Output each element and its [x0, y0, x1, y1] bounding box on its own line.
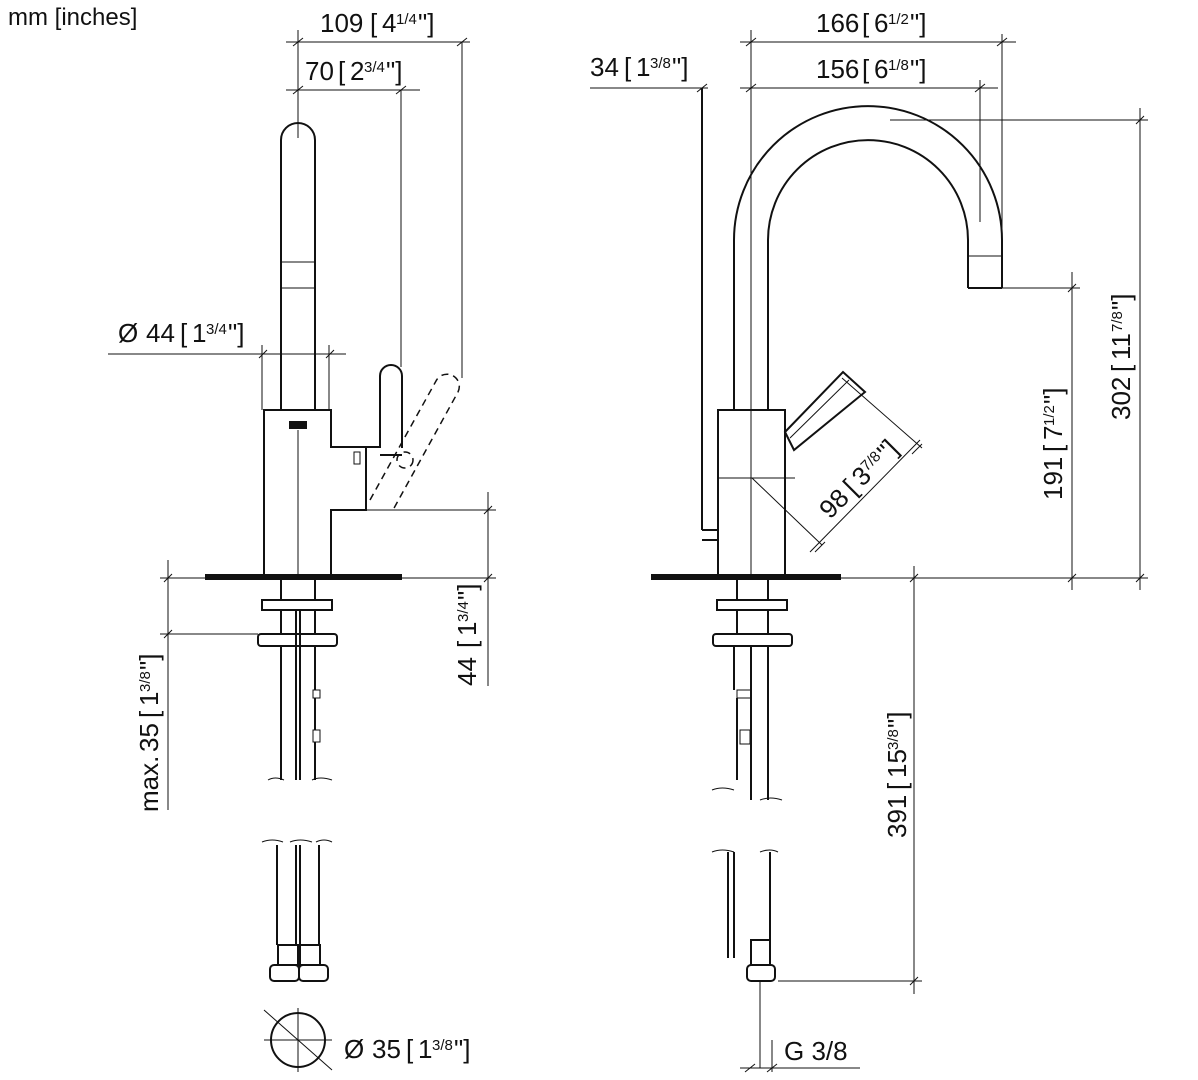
- dim-spout-reach: 156 [ 6 1/8 "]: [816, 54, 926, 84]
- svg-text:"]: "]: [452, 584, 482, 600]
- dim-hose-length: 391 [ 15 3/8 "]: [882, 712, 912, 838]
- svg-text:44: 44: [452, 657, 482, 686]
- svg-text:11: 11: [1106, 333, 1136, 360]
- gooseneck-spout: [733, 105, 1003, 410]
- dim-body-diameter: Ø 44 [ 1 3/4 "]: [118, 318, 244, 348]
- svg-text:1: 1: [418, 1034, 432, 1064]
- svg-text:44: 44: [146, 318, 175, 348]
- svg-text:[: [: [452, 640, 482, 648]
- svg-text:"]: "]: [1038, 388, 1068, 404]
- front-view: [651, 88, 1003, 1068]
- lever-front: [783, 370, 867, 452]
- side-view-dimension-lines: [108, 30, 496, 810]
- svg-text:1: 1: [134, 692, 164, 706]
- svg-text:"]: "]: [386, 56, 402, 86]
- svg-text:[: [: [406, 1034, 414, 1064]
- svg-text:156: 156: [816, 54, 859, 84]
- svg-text:302: 302: [1106, 377, 1136, 420]
- svg-text:35: 35: [134, 723, 164, 752]
- spout-tube: [280, 122, 316, 410]
- dim-max-deck-thickness: max. 35 [ 1 3/8 "]: [134, 654, 164, 812]
- svg-text:3/8: 3/8: [885, 729, 902, 750]
- faucet-body: [263, 409, 367, 578]
- svg-text:191: 191: [1038, 457, 1068, 500]
- svg-text:166: 166: [816, 8, 859, 38]
- svg-text:"]: "]: [418, 8, 434, 38]
- svg-text:"]: "]: [1106, 294, 1136, 310]
- dim-lever-length: 98 [ 3 7/8 "]: [813, 433, 904, 524]
- svg-text:391: 391: [882, 795, 912, 838]
- svg-text:[: [: [1106, 364, 1136, 372]
- lever-handle: [379, 364, 403, 448]
- svg-text:[: [: [180, 318, 188, 348]
- svg-text:2: 2: [350, 56, 364, 86]
- svg-text:1/2: 1/2: [888, 11, 909, 28]
- svg-text:"]: "]: [910, 8, 926, 38]
- dim-overall-depth: 109 [ 4 1/4 "]: [320, 8, 434, 38]
- dim-spout-height: 191 [ 7 1/2 "]: [1038, 388, 1068, 500]
- dim-spout-reach-total: 166 [ 6 1/2 "]: [816, 8, 926, 38]
- svg-text:4: 4: [382, 8, 396, 38]
- svg-text:[: [: [882, 782, 912, 790]
- svg-text:[: [: [862, 54, 870, 84]
- svg-text:7/8: 7/8: [1109, 311, 1126, 332]
- dim-rod-offset: 34 [ 1 3/8 "]: [590, 52, 688, 82]
- svg-text:"]: "]: [454, 1034, 470, 1064]
- svg-text:6: 6: [874, 8, 888, 38]
- svg-text:1/4: 1/4: [396, 11, 417, 28]
- svg-text:3/4: 3/4: [206, 321, 227, 338]
- lever-open-position: [369, 373, 461, 511]
- svg-text:3/8: 3/8: [432, 1037, 453, 1054]
- svg-text:"]: "]: [228, 318, 244, 348]
- svg-text:35: 35: [372, 1034, 401, 1064]
- side-view: [205, 122, 461, 1072]
- svg-text:6: 6: [874, 54, 888, 84]
- svg-text:"]: "]: [134, 654, 164, 670]
- dim-deck-to-body: 44 [ 1 3/4 "]: [452, 584, 482, 686]
- dim-hole-diameter: Ø 35 [ 1 3/8 "]: [344, 1034, 470, 1064]
- svg-text:"]: "]: [882, 712, 912, 728]
- svg-text:"]: "]: [910, 54, 926, 84]
- svg-text:109: 109: [320, 8, 363, 38]
- svg-text:15: 15: [882, 749, 912, 778]
- connection-thread-label: G 3/8: [784, 1036, 848, 1066]
- svg-text:1: 1: [452, 622, 482, 636]
- dim-spout-offset: 70 [ 2 3/4 "]: [305, 56, 402, 86]
- front-view-dimension-lines: [590, 30, 1148, 1073]
- deck-plate-front: [651, 574, 841, 580]
- svg-text:[: [: [862, 8, 870, 38]
- units-label: mm [inches]: [8, 4, 138, 31]
- logo-mark: [289, 421, 307, 429]
- svg-text:Ø: Ø: [118, 318, 138, 348]
- svg-text:1: 1: [636, 52, 650, 82]
- svg-text:[: [: [1038, 444, 1068, 452]
- svg-text:[: [: [338, 56, 346, 86]
- svg-text:3/4: 3/4: [364, 59, 385, 76]
- svg-text:3/8: 3/8: [137, 671, 154, 692]
- svg-text:Ø: Ø: [344, 1034, 364, 1064]
- svg-text:[: [: [134, 710, 164, 718]
- svg-text:1/2: 1/2: [1041, 405, 1058, 426]
- svg-text:1: 1: [192, 318, 206, 348]
- svg-text:7: 7: [1038, 426, 1068, 440]
- svg-text:max.: max.: [134, 756, 164, 812]
- svg-text:70: 70: [305, 56, 334, 86]
- svg-text:1/8: 1/8: [888, 57, 909, 74]
- svg-text:3/4: 3/4: [455, 601, 472, 622]
- svg-text:[: [: [370, 8, 378, 38]
- deck-plate: [205, 574, 402, 580]
- svg-text:34: 34: [590, 52, 619, 82]
- dim-overall-height: 302 [ 11 7/8 "]: [1106, 294, 1136, 420]
- svg-text:[: [: [624, 52, 632, 82]
- svg-text:3/8: 3/8: [650, 55, 671, 72]
- svg-text:"]: "]: [672, 52, 688, 82]
